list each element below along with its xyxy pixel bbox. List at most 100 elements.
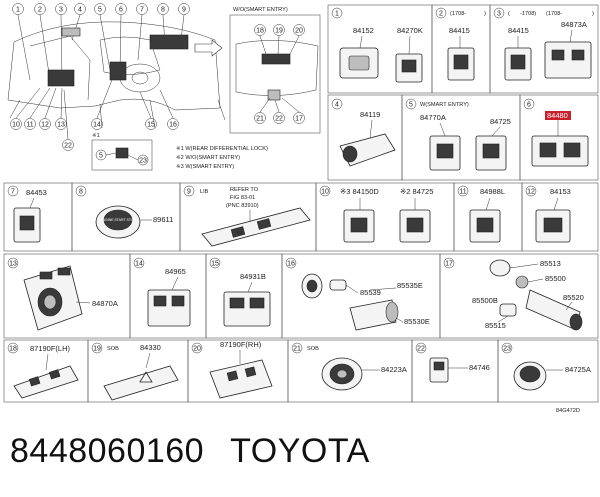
callout-12[interactable]: 12	[41, 122, 49, 129]
panel-3: 3 ( -1708) (1708- ) 84415 84873A	[489, 4, 599, 94]
callout-20[interactable]: 20	[295, 28, 303, 35]
panel-7-num: 7	[11, 189, 15, 196]
panel-3-note-b: -1708)	[520, 11, 536, 17]
part-89611[interactable]: 89611	[153, 215, 173, 224]
part-85515[interactable]: 85515	[485, 321, 506, 330]
part-85500[interactable]: 85500	[545, 274, 566, 283]
callout-8[interactable]: 8	[161, 7, 165, 14]
dash-center-switch	[109, 61, 127, 81]
part-84150D[interactable]: ※3 84150D	[340, 187, 379, 196]
panel-12-num: 12	[527, 189, 535, 196]
callout-16[interactable]: 16	[169, 122, 177, 129]
callout-5[interactable]: 5	[98, 7, 102, 14]
callout-17[interactable]: 17	[295, 116, 303, 123]
callout-11[interactable]: 11	[26, 122, 33, 129]
parts-diagram: 1 2 3 4 5 6 7 8 9 10 11 12 13 14	[3, 3, 599, 414]
callout-9[interactable]: 9	[182, 7, 186, 14]
dash-display	[149, 34, 189, 50]
callout-1[interactable]: 1	[16, 7, 20, 14]
panel-21-num: 21	[293, 346, 301, 353]
part-87190F-LH[interactable]: 87190F(LH)	[30, 344, 71, 353]
panel-2-note: (1708-	[450, 11, 466, 17]
panel-13-num: 13	[9, 261, 17, 268]
panel-4: 4 84119	[327, 94, 403, 181]
note-3: ※3 W(SMART ENTRY)	[176, 163, 234, 170]
part-84223A[interactable]: 84223A	[381, 365, 407, 374]
part-85513[interactable]: 85513	[540, 259, 561, 268]
part-84931B[interactable]: 84931B	[240, 272, 266, 281]
part-84770A[interactable]: 84770A	[420, 113, 446, 122]
smart-entry-inset: W/O(SMART ENTRY) 18 19 20 21 22 17	[229, 7, 321, 134]
smart-entry-title: W/O(SMART ENTRY)	[233, 7, 288, 13]
highlight-part-box	[545, 111, 571, 120]
part-84870A[interactable]: 84870A	[92, 299, 118, 308]
panel-18: 18 87190F(LH)	[3, 339, 89, 403]
part-85520[interactable]: 85520	[563, 293, 584, 302]
callout-2[interactable]: 2	[38, 7, 42, 14]
part-85535E[interactable]: 85535E	[397, 281, 423, 290]
callout-18[interactable]: 18	[256, 28, 264, 35]
part-84988L[interactable]: 84988L	[480, 187, 505, 196]
callout-4[interactable]: 4	[78, 7, 82, 14]
callout-14[interactable]: 14	[93, 122, 101, 129]
callout-21[interactable]: 21	[256, 116, 264, 123]
panel-12: 12 84153	[521, 182, 599, 252]
part-84119[interactable]: 84119	[360, 110, 380, 119]
panel-15: 15 84931B	[205, 253, 283, 339]
part-85530E[interactable]: 85530E	[404, 317, 430, 326]
panel-1-num: 1	[335, 11, 339, 18]
callout-15[interactable]: 15	[147, 122, 155, 129]
panel-19: 19 SOB 84330	[87, 339, 189, 403]
panel-7: 7 84453	[3, 182, 73, 252]
panel-23: 23 84725A	[497, 339, 599, 403]
panel-2: 2 (1708- ) 84415	[431, 4, 491, 94]
panel-8-num: 8	[79, 189, 83, 196]
part-84725-b[interactable]: ※2 84725	[400, 187, 433, 196]
callout-22[interactable]: 22	[64, 143, 72, 150]
callout-13[interactable]: 13	[57, 122, 65, 129]
callout-3[interactable]: 3	[59, 7, 63, 14]
callout-10[interactable]: 10	[12, 122, 20, 129]
note-1: ※1 W(REAR DIFFERENTIAL LOCK)	[176, 145, 268, 152]
panel-5-num: 5	[409, 102, 413, 109]
panel-17: 17 85513 85500 85500B 85520 85515	[439, 253, 599, 339]
part-84415-a[interactable]: 84415	[449, 26, 470, 35]
part-84270K[interactable]: 84270K	[397, 26, 423, 35]
part-84153[interactable]: 84153	[550, 187, 571, 196]
panel-6-num: 6	[527, 102, 531, 109]
caption-part-number: 8448060160	[10, 432, 205, 470]
part-85539[interactable]: 85539	[360, 288, 381, 297]
part-84453[interactable]: 84453	[26, 188, 47, 197]
part-84965[interactable]: 84965	[165, 267, 186, 276]
dashboard-overview: 1 2 3 4 5 6 7 8 9 10 11 12 13 14	[7, 3, 226, 151]
callout-19[interactable]: 19	[275, 28, 283, 35]
panel-19-num: 19	[93, 346, 101, 353]
callout-5-inset[interactable]: 5	[99, 153, 103, 160]
part-87190F-RH[interactable]: 87190F(RH)	[220, 340, 262, 349]
panel-9-tag: LIB	[200, 189, 209, 195]
part-84746[interactable]: 84746	[469, 363, 490, 372]
callout-23[interactable]: 23	[139, 158, 147, 165]
panel-9-num: 9	[187, 189, 191, 196]
panel-11-num: 11	[459, 189, 466, 196]
hazard-icon	[139, 371, 153, 383]
part-84330[interactable]: 84330	[140, 343, 161, 352]
part-84873A[interactable]: 84873A	[561, 20, 587, 29]
engine-start-label: ENGINE START STOP	[100, 218, 137, 222]
part-84152[interactable]: 84152	[353, 26, 374, 35]
panel-23-num: 23	[503, 346, 511, 353]
part-84725A[interactable]: 84725A	[565, 365, 591, 374]
dash-vent	[61, 27, 81, 37]
part-84725[interactable]: 84725	[490, 117, 511, 126]
callout-7[interactable]: 7	[140, 7, 144, 14]
part-84480-highlighted[interactable]: 84480	[547, 111, 568, 120]
part-84415-b[interactable]: 84415	[508, 26, 529, 35]
callout-6[interactable]: 6	[119, 7, 123, 14]
inset-mark: ※1	[92, 132, 100, 139]
callout-22b[interactable]: 22	[275, 116, 283, 123]
part-85500B[interactable]: 85500B	[472, 296, 498, 305]
panel-5: 5 W(SMART ENTRY) 84770A 84725	[401, 94, 521, 181]
panel-22-num: 22	[417, 346, 425, 353]
panel-9-note-2: FIG 83-01	[230, 195, 255, 201]
